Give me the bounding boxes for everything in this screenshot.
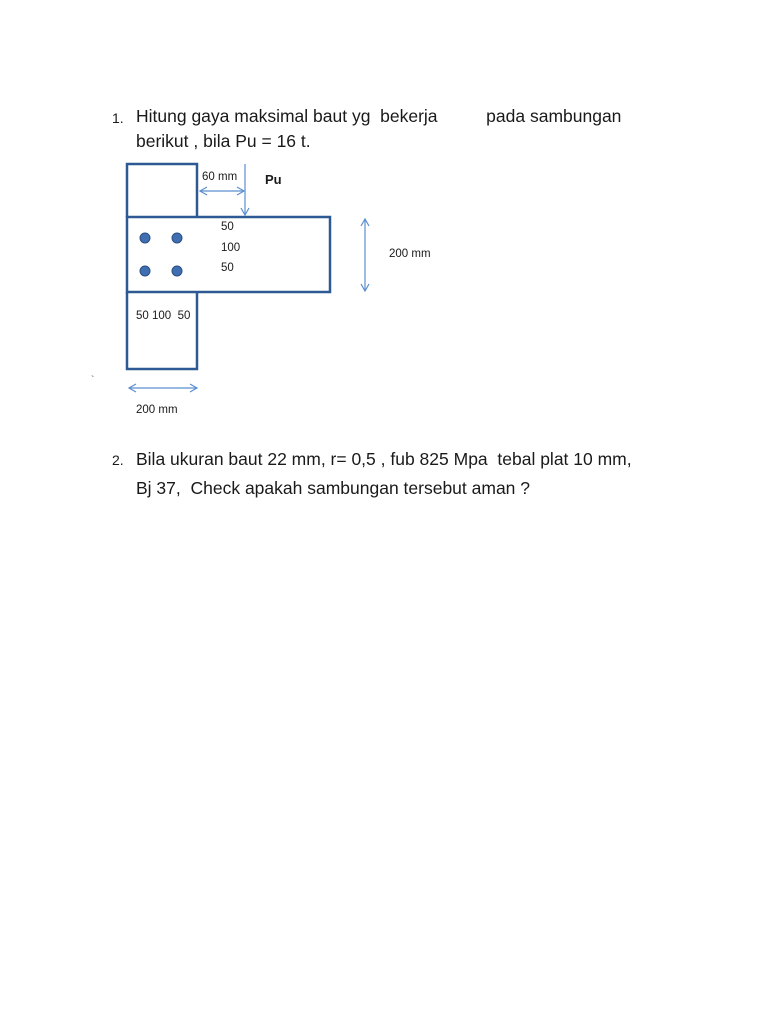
bolted-connection-diagram: 60 mm Pu 50 100 50 200 mm 50 100 50 ` 20… — [0, 0, 768, 440]
vertical-spacing-top: 50 — [221, 221, 234, 233]
column-upper — [125, 162, 199, 217]
eccentricity-label: 60 mm — [202, 171, 238, 183]
bracket-plate — [125, 215, 332, 294]
vertical-spacing-bottom: 50 — [221, 262, 234, 274]
load-label: Pu — [265, 172, 282, 187]
question-1-number: 1. — [112, 110, 124, 126]
plate-height-label: 200 mm — [389, 248, 431, 260]
diagram-drawing — [125, 162, 370, 393]
bolt-group — [139, 232, 183, 277]
question-1-line-1: Hitung gaya maksimal baut yg bekerja pad… — [136, 106, 622, 126]
question-2-line-1: Bila ukuran baut 22 mm, r= 0,5 , fub 825… — [136, 449, 632, 469]
question-2-number: 2. — [112, 452, 124, 468]
vertical-spacing-middle: 100 — [221, 242, 241, 254]
column-width-label: 200 mm — [136, 404, 178, 416]
question-1-line-2: berikut , bila Pu = 16 t. — [136, 131, 311, 151]
column-lower — [125, 292, 199, 371]
bolt-icon — [171, 232, 183, 244]
bolt-icon — [171, 265, 183, 277]
bolt-icon — [139, 265, 151, 277]
bolt-icon — [139, 232, 151, 244]
question-2-line-2: Bj 37, Check apakah sambungan tersebut a… — [136, 478, 530, 498]
horizontal-spacing-label: 50 100 50 — [136, 310, 191, 322]
stray-mark: ` — [91, 375, 95, 386]
